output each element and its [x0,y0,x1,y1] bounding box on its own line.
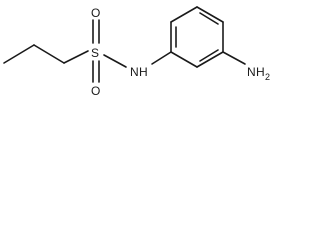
benzene-ring [170,6,224,68]
bond-ring-nh2 [222,51,246,65]
bond-c3-s [63,50,89,64]
nitrogen-atom-label: N [130,65,139,79]
propyl-chain [3,44,89,64]
amine-group: N H 2 [222,51,270,82]
molecule-diagram: S O O N H N H 2 [3,6,270,98]
chemical-structure-canvas: S O O N H N H 2 [0,0,304,108]
ring-bond-3 [196,6,224,23]
ring-double-bond-3 [199,49,219,62]
bond-c2-c3 [33,44,65,64]
amine-hydrogen-count-label: 2 [265,72,270,82]
amine-nitrogen-label: N [247,65,256,79]
nitrogen-hydrogen-label: H [139,65,148,79]
ring-bond-5 [196,51,224,68]
nh-group: N H [130,51,172,79]
amine-hydrogen-label: H [256,65,265,79]
oxygen-top-atom-label: O [91,6,100,20]
sulfur-atom-label: S [91,46,99,60]
ring-bond-6 [170,51,198,68]
oxygen-bottom-atom-label: O [91,84,100,98]
bond-n-ring [151,51,172,65]
ring-bond-2 [170,6,198,23]
sulfonyl-group: S O O [91,6,127,98]
bond-c1-c2 [3,44,35,64]
ring-double-bond-2 [199,12,219,25]
bond-s-n [103,54,127,68]
